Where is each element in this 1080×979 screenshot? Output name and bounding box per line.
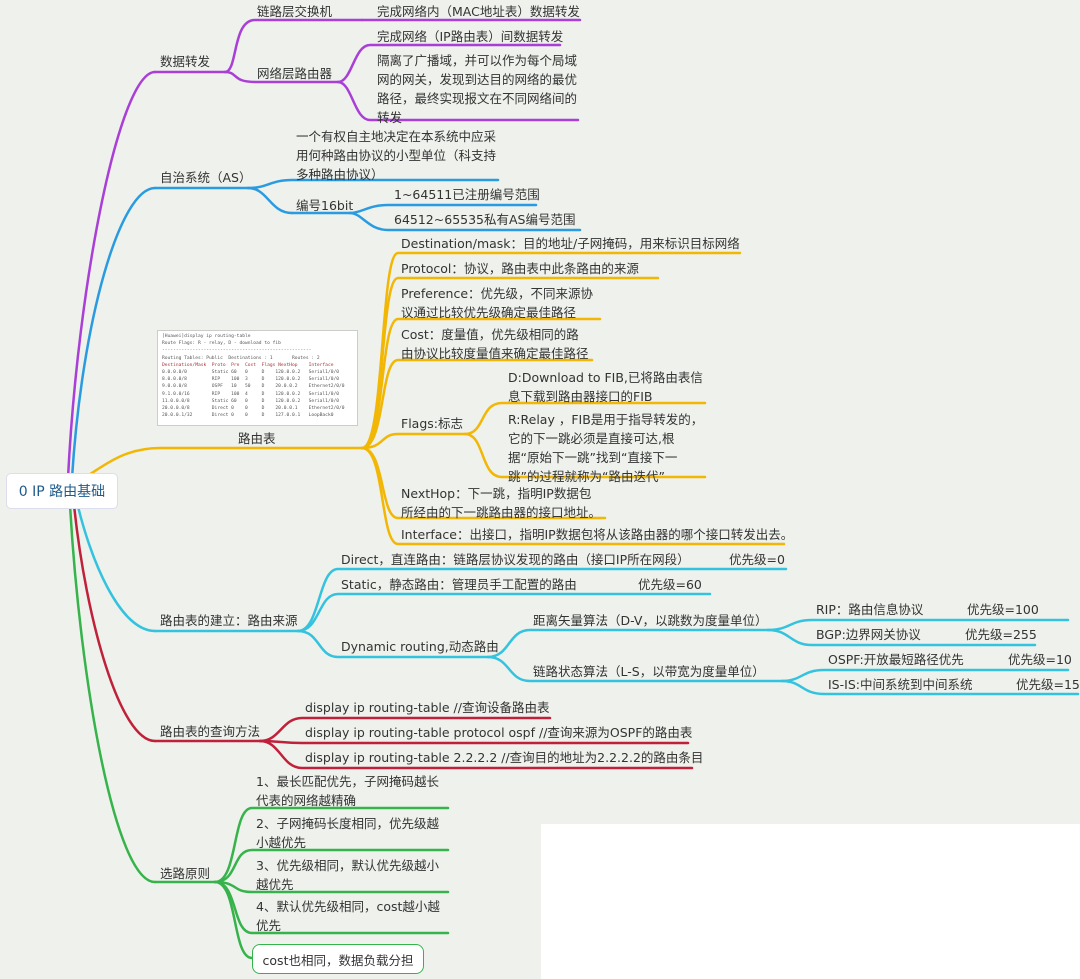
query-cmd-ospf[interactable]: display ip routing-table protocol ospf /… [305,723,692,742]
source-dynamic[interactable]: Dynamic routing,动态路由 [341,637,499,656]
sources-node[interactable]: 路由表的建立：路由来源 [160,611,298,630]
screenshot-line: Routing Tables: Public Destinations : 1 … [162,355,353,362]
screenshot-line: 11.0.0.0/8 Static 60 0 D 120.0.0.2 Seria… [162,398,353,405]
source-direct[interactable]: Direct，直连路由：链路层协议发现的路由（接口IP所在网段） [341,550,690,569]
screenshot-line: Route Flags: R - relay, D - download to … [162,340,353,347]
screenshot-line: ----------------------------------------… [162,347,353,354]
routing-table-node[interactable]: 路由表 [238,429,276,448]
rip-protocol[interactable]: RIP：路由信息协议 [816,600,923,619]
select-rule-2[interactable]: 2、子网掩码长度相同，优先级越小越优先 [256,814,448,852]
router-desc2[interactable]: 隔离了广播域，并可以作为每个局域网的网关，发现到达目的网络的最优路径，最终实现报… [377,51,577,127]
ls-algorithm[interactable]: 链路状态算法（L-S，以带宽为度量单位） [533,662,765,681]
table-protocol[interactable]: Protocol：协议，路由表中此条路由的来源 [401,259,639,278]
query-cmd-all[interactable]: display ip routing-table //查询设备路由表 [305,698,549,717]
query-node[interactable]: 路由表的查询方法 [160,722,260,741]
screenshot-line: 9.1.0.0/16 RIP 100 4 D 120.0.0.2 Serial1… [162,391,353,398]
routing-table-screenshot: [Huawei]display ip routing-table Route F… [157,330,358,426]
as-range-private[interactable]: 64512~65535私有AS编号范围 [394,210,576,229]
as-node[interactable]: 自治系统（AS） [160,168,252,187]
ospf-priority[interactable]: 优先级=10 [1008,650,1072,669]
screenshot-line: 20.0.0.0/8 Direct 0 0 D 20.0.0.1 Etherne… [162,405,353,412]
router-desc1[interactable]: 完成网络（IP路由表）间数据转发 [377,27,563,46]
select-rule-1[interactable]: 1、最长匹配优先，子网掩码越长代表的网络越精确 [256,772,448,810]
forwarding-node[interactable]: 数据转发 [160,52,210,71]
isis-priority[interactable]: 优先级=15 [1016,675,1080,694]
table-flags-node[interactable]: Flags:标志 [401,414,463,433]
flag-relay[interactable]: R:Relay ，FIB是用于指导转发的，它的下一跳必须是直接可达,根据“原始下… [508,410,704,486]
select-rule-5-label: cost也相同，数据负载分担 [263,950,414,969]
screenshot-line: 9.0.0.0/8 OSPF 10 50 D 20.0.0.2 Ethernet… [162,383,353,390]
screenshot-line: [Huawei]display ip routing-table [162,333,353,340]
source-static[interactable]: Static，静态路由：管理员手工配置的路由 [341,575,577,594]
as-number-node[interactable]: 编号16bit [296,196,353,215]
table-preference[interactable]: Preference：优先级，不同来源协议通过比较优先级确定最佳路径 [401,284,597,322]
screenshot-line: 0.0.0.0/0 Static 60 0 D 120.0.0.2 Serial… [162,369,353,376]
dv-algorithm[interactable]: 距离矢量算法（D-V，以跳数为度量单位） [533,611,767,630]
source-direct-priority[interactable]: 优先级=0 [729,550,785,569]
flag-download[interactable]: D:Download to FIB,已将路由表信息下载到路由器接口的FIB [508,368,704,406]
table-cost[interactable]: Cost：度量值，优先级相同的路由协议比较度量值来确定最佳路径 [401,325,589,363]
select-rule-5[interactable]: cost也相同，数据负载分担 [252,944,424,974]
root-label: 0 IP 路由基础 [19,481,105,501]
table-nexthop[interactable]: NextHop：下一跳，指明IP数据包所经由的下一跳路由器的接口地址。 [401,484,601,522]
switch-node[interactable]: 链路层交换机 [257,2,332,21]
source-static-priority[interactable]: 优先级=60 [638,575,702,594]
table-destination[interactable]: Destination/mask：目的地址/子网掩码，用来标识目标网络 [401,234,740,253]
as-desc[interactable]: 一个有权自主地决定在本系统中应采用何种路由协议的小型单位（科支持多种路由协议） [296,127,498,184]
as-range-registered[interactable]: 1~64511已注册编号范围 [394,185,540,204]
screenshot-line: Destination/Mask Proto Pre Cost Flags Ne… [162,362,353,369]
router-node[interactable]: 网络层路由器 [257,64,332,83]
select-rule-4[interactable]: 4、默认优先级相同，cost越小越优先 [256,897,448,935]
blank-area [541,824,1080,979]
bgp-protocol[interactable]: BGP:边界网关协议 [816,625,921,644]
select-rule-3[interactable]: 3、优先级相同，默认优先级越小越优先 [256,856,448,894]
ospf-protocol[interactable]: OSPF:开放最短路径优先 [828,650,964,669]
table-interface[interactable]: Interface：出接口，指明IP数据包将从该路由器的哪个接口转发出去。 [401,525,793,544]
rip-priority[interactable]: 优先级=100 [967,600,1039,619]
select-node[interactable]: 选路原则 [160,864,210,883]
screenshot-line: 20.0.0.1/32 Direct 0 0 D 127.0.0.1 LoopB… [162,412,353,419]
screenshot-line: 8.0.0.0/8 RIP 100 3 D 120.0.0.2 Serial1/… [162,376,353,383]
switch-desc[interactable]: 完成网络内（MAC地址表）数据转发 [377,2,580,21]
bgp-priority[interactable]: 优先级=255 [965,625,1037,644]
query-cmd-dest[interactable]: display ip routing-table 2.2.2.2 //查询目的地… [305,748,703,767]
isis-protocol[interactable]: IS-IS:中间系统到中间系统 [828,675,972,694]
root-node[interactable]: 0 IP 路由基础 [6,473,118,509]
